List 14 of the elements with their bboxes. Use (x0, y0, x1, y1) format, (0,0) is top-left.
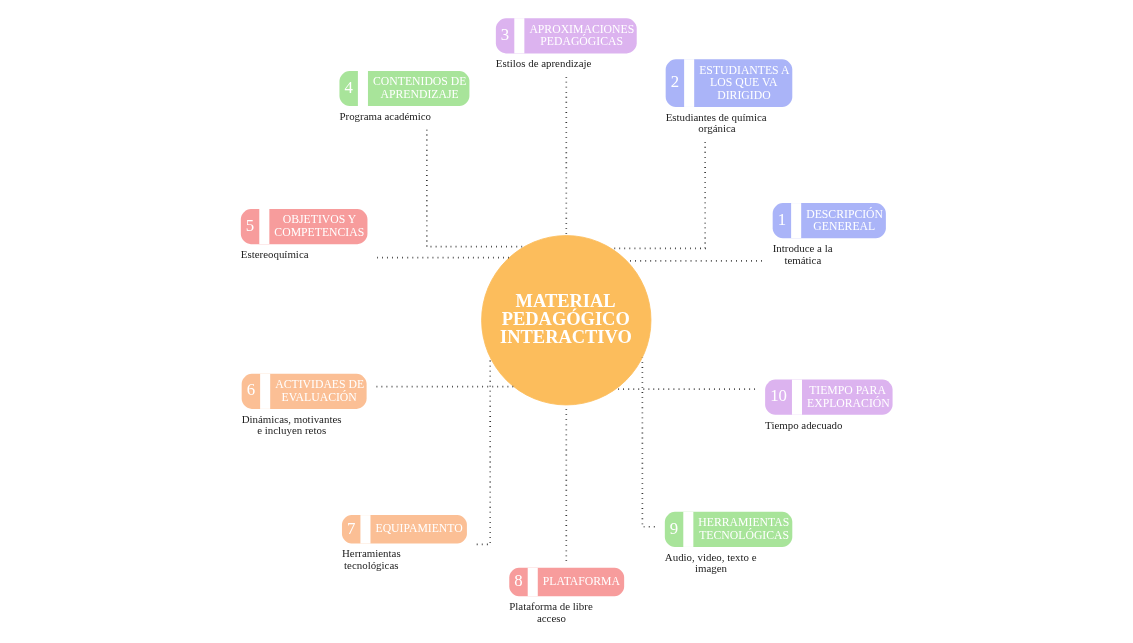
node-label: Herramientas tecnológicas (341, 547, 401, 572)
connector (565, 76, 568, 237)
node-label: Programa académico (339, 109, 432, 122)
node-label: Introduce a la temática (772, 242, 833, 266)
connector (426, 128, 525, 248)
node-label: Estudiantes de química orgánica (665, 110, 767, 135)
node-label: Estilos de aprendizaje (495, 57, 592, 70)
node-label: Tiempo adecuado (765, 418, 843, 431)
connector (376, 256, 511, 259)
node-label: Dinámicas, motivantes e incluyen retos (241, 412, 342, 437)
node-circle: MATERIAL PEDAGÓGICO INTERACTIVO (481, 235, 652, 406)
node-label: Plataforma de libre acceso (509, 600, 593, 624)
node-label: Estereoquímica (240, 247, 309, 260)
node-label: Audio, video, texto e imagen (664, 550, 757, 575)
